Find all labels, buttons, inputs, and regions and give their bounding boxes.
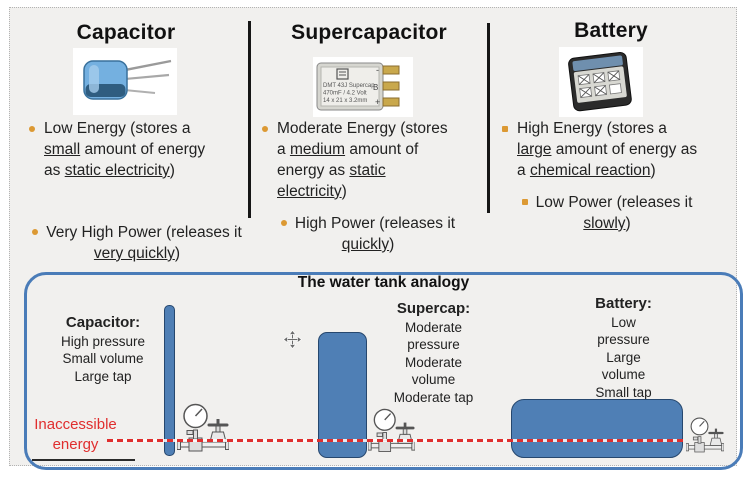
- capacitor-title: Capacitor: [76, 21, 176, 44]
- tank-line: pressure: [407, 337, 460, 353]
- phone-battery-icon: [568, 51, 632, 112]
- battery-photo: [559, 47, 643, 117]
- battery-power-bullet: Low Power (releases it slowly): [512, 193, 702, 235]
- supercap-gauge-valve-icon: [368, 408, 415, 453]
- bullet-icon: [280, 220, 287, 226]
- tank-line: Small volume: [62, 351, 144, 367]
- tank-line: volume: [411, 372, 456, 388]
- battery-energy-bullet: High Energy (stores a large amount of en…: [502, 119, 707, 182]
- analogy-title: The water tank analogy: [297, 274, 470, 291]
- bullet-icon: [262, 126, 268, 132]
- tank-heading: Battery:: [595, 295, 652, 312]
- tank-line: High pressure: [60, 333, 146, 349]
- terminal-plus-label: +: [375, 97, 380, 107]
- capacitor-photo: [73, 48, 177, 115]
- supercap-power-bullet: High Power (releases it quickly): [268, 214, 468, 256]
- supercap-energy-bullet: Moderate Energy (stores a medium amount …: [262, 119, 467, 203]
- tank-line: volume: [601, 367, 646, 383]
- terminal-minus-label: -: [376, 65, 379, 75]
- bullet-text: Low Power (releases it slowly): [535, 194, 693, 232]
- move-cursor-icon: [283, 330, 302, 349]
- chip-label-line2: 470mF / 4.2 Volt: [323, 91, 367, 97]
- chip-label-line1: DMT 43J Supercap: [323, 83, 375, 89]
- tank-line: Moderate tap: [393, 389, 474, 405]
- capacitor-water-tank: [164, 305, 175, 456]
- supercapacitor-title: Supercapacitor: [291, 21, 447, 44]
- tank-heading: Capacitor:: [65, 314, 141, 331]
- tank-line: Moderate: [404, 354, 463, 370]
- capacitor-tank-label: Capacitor: High pressure Small volume La…: [33, 313, 173, 385]
- bullet-text: High Energy (stores a large amount of en…: [517, 120, 698, 179]
- tank-line: Low: [611, 314, 636, 330]
- water-tank-analogy-box: [24, 272, 743, 470]
- tank-line: Moderate: [404, 319, 463, 335]
- bullet-icon: [521, 199, 528, 205]
- capacitor-gauge-valve-icon: [177, 403, 229, 453]
- slide-canvas[interactable]: Capacitor Supercapacitor Battery DMT 43J…: [9, 7, 743, 470]
- chip-label-line3: 14 x 21 x 3.2mm: [323, 98, 367, 104]
- tank-heading: Supercap:: [396, 300, 471, 317]
- battery-water-tank: [511, 399, 683, 458]
- battery-title: Battery: [574, 19, 648, 42]
- chip-marking: B: [373, 83, 378, 92]
- bullet-text: Moderate Energy (stores a medium amount …: [277, 120, 448, 200]
- inaccessible-line: energy: [52, 435, 99, 453]
- battery-tank-label: Battery: Low pressure Large volume Small…: [566, 294, 681, 401]
- supercap-water-tank: [318, 332, 367, 458]
- slide-bottom-edge: [32, 459, 135, 461]
- electrolytic-capacitor-icon: [83, 59, 172, 100]
- bullet-icon: [502, 126, 508, 132]
- column-divider: [487, 23, 490, 213]
- supercapacitor-chip-icon: DMT 43J Supercap 470mF / 4.2 Volt 14 x 2…: [316, 62, 400, 111]
- tank-line: pressure: [597, 332, 650, 348]
- tank-line: Large: [606, 349, 641, 365]
- inaccessible-energy-line: [107, 439, 683, 442]
- column-divider: [248, 21, 251, 218]
- supercap-tank-label: Supercap: Moderate pressure Moderate vol…: [376, 299, 491, 406]
- bullet-text: Low Energy (stores a small amount of ene…: [44, 120, 206, 179]
- battery-gauge-valve-icon: [686, 416, 724, 454]
- supercapacitor-photo: DMT 43J Supercap 470mF / 4.2 Volt 14 x 2…: [313, 57, 413, 117]
- bullet-text: Very High Power (releases it very quickl…: [46, 224, 242, 262]
- bullet-icon: [32, 229, 39, 235]
- bullet-icon: [29, 126, 35, 132]
- inaccessible-line: Inaccessible: [34, 416, 117, 433]
- bullet-text: High Power (releases it quickly): [294, 215, 456, 253]
- capacitor-power-bullet: Very High Power (releases it very quickl…: [32, 223, 242, 265]
- tank-line: Large tap: [74, 368, 132, 384]
- tank-line: Small tap: [595, 384, 652, 400]
- inaccessible-energy-label: Inaccessible energy: [18, 415, 133, 454]
- capacitor-energy-bullet: Low Energy (stores a small amount of ene…: [29, 119, 229, 182]
